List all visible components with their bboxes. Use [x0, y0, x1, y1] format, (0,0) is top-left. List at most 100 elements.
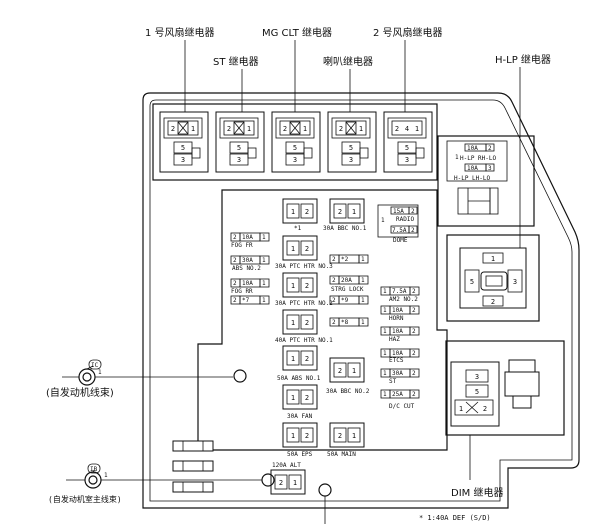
- fuse-f7: 1 2 50A EPS: [282, 422, 318, 458]
- svg-text:7.5A: 7.5A: [392, 227, 407, 234]
- svg-text:1: 1: [291, 319, 295, 327]
- svg-text:1: 1: [291, 432, 295, 440]
- svg-text:1: 1: [293, 479, 297, 487]
- svg-text:10A: 10A: [242, 280, 253, 287]
- svg-text:1: 1: [352, 208, 356, 216]
- relay-row-frame: [152, 103, 438, 181]
- svg-text:IB: IB: [90, 466, 98, 473]
- svg-text:2: 2: [305, 245, 309, 253]
- svg-text:15A: 15A: [393, 208, 404, 215]
- f7-label: 50A EPS: [287, 451, 313, 458]
- dim-relay: 3 5 1 2: [445, 340, 565, 436]
- ic-connector-label: (自发动机线束): [46, 386, 114, 399]
- svg-text:2: 2: [305, 282, 309, 290]
- svg-text:3: 3: [405, 156, 409, 164]
- svg-text:2: 2: [483, 405, 487, 413]
- svg-text:1: 1: [291, 394, 295, 402]
- svg-text:5: 5: [349, 144, 353, 152]
- svg-text:2: 2: [338, 208, 342, 216]
- main-label: 50A MAIN: [327, 451, 356, 458]
- svg-text:1: 1: [383, 391, 387, 398]
- svg-text:1: 1: [361, 256, 365, 263]
- svg-text:10A: 10A: [392, 350, 403, 357]
- svg-text:2: 2: [305, 394, 309, 402]
- svg-text:2: 2: [488, 145, 492, 152]
- spare-slots: [172, 440, 214, 493]
- svg-text:2: 2: [233, 234, 237, 241]
- radio-dome-fuses: 15A 2 1 RADIO 7.5A 2 DOME: [377, 204, 419, 244]
- st-label: ST: [389, 378, 397, 385]
- svg-text:2: 2: [332, 319, 336, 326]
- svg-text:1: 1: [361, 277, 365, 284]
- svg-text:2: 2: [233, 297, 237, 304]
- svg-text:5: 5: [405, 144, 409, 152]
- svg-text:1: 1: [383, 350, 387, 357]
- svg-text:10A: 10A: [392, 307, 403, 314]
- svg-text:3: 3: [488, 165, 492, 172]
- svg-text:2: 2: [305, 432, 309, 440]
- fuse-box-inner-outline: [149, 99, 573, 502]
- svg-text:5: 5: [475, 388, 479, 396]
- fuse-f4: 1 2 40A PTC HTR NO.1: [275, 309, 333, 344]
- svg-text:2: 2: [339, 125, 343, 133]
- svg-text:30A: 30A: [242, 257, 253, 264]
- f6-label: 30A FAN: [287, 413, 313, 420]
- f3-label: 30A PTC HTR NO.2: [275, 300, 333, 307]
- svg-text:1: 1: [383, 328, 387, 335]
- svg-text:4: 4: [405, 125, 409, 133]
- svg-text:1: 1: [352, 367, 356, 375]
- svg-text:1: 1: [247, 125, 251, 133]
- fog-rr-label: FOG RR: [231, 288, 253, 295]
- svg-text:3: 3: [293, 156, 297, 164]
- fan-relay-2-label: 2 号风扇继电器: [373, 26, 443, 39]
- svg-text:3: 3: [513, 278, 517, 286]
- f1-label: *1: [294, 225, 302, 232]
- svg-text:1: 1: [352, 432, 356, 440]
- st-relay-label: ST 继电器: [213, 55, 259, 68]
- alt-label: 120A ALT: [272, 462, 301, 469]
- svg-text:3: 3: [475, 373, 479, 381]
- svg-text:1: 1: [262, 257, 266, 264]
- svg-text:1: 1: [415, 125, 419, 133]
- svg-text:1: 1: [361, 297, 365, 304]
- ic-connector: 1 IC (自发动机线束): [46, 359, 233, 399]
- svg-text:5: 5: [237, 144, 241, 152]
- svg-text:1: 1: [491, 255, 495, 263]
- abs-no2-label: ABS NO.2: [232, 265, 261, 272]
- svg-text:2: 2: [411, 208, 415, 215]
- svg-text:*2: *2: [341, 256, 349, 263]
- svg-text:2: 2: [412, 328, 416, 335]
- svg-text:1: 1: [262, 234, 266, 241]
- svg-text:*9: *9: [341, 297, 349, 304]
- center-region-outline: [197, 189, 448, 451]
- hlp-relay: 1 5 3 2: [446, 234, 540, 322]
- fog-fr-label: FOG FR: [231, 242, 253, 249]
- svg-text:10A: 10A: [467, 165, 478, 172]
- ib-connector: 1 IB (自发动机室主线束): [48, 463, 262, 504]
- svg-text:25A: 25A: [392, 391, 403, 398]
- svg-text:2: 2: [305, 208, 309, 216]
- svg-text:1: 1: [191, 125, 195, 133]
- f4-label: 40A PTC HTR NO.1: [275, 337, 333, 344]
- svg-text:1: 1: [291, 245, 295, 253]
- strg-lock-label: STRG LOCK: [331, 286, 364, 293]
- horn-label: HORN: [389, 315, 404, 322]
- svg-text:20A: 20A: [341, 277, 352, 284]
- fuse-f6: 1 2 30A FAN: [282, 384, 318, 420]
- svg-text:1: 1: [262, 297, 266, 304]
- svg-text:1: 1: [361, 319, 365, 326]
- hlp-relay-label: H-LP 继电器: [495, 53, 551, 66]
- bbc2-label: 30A BBC NO.2: [326, 388, 370, 395]
